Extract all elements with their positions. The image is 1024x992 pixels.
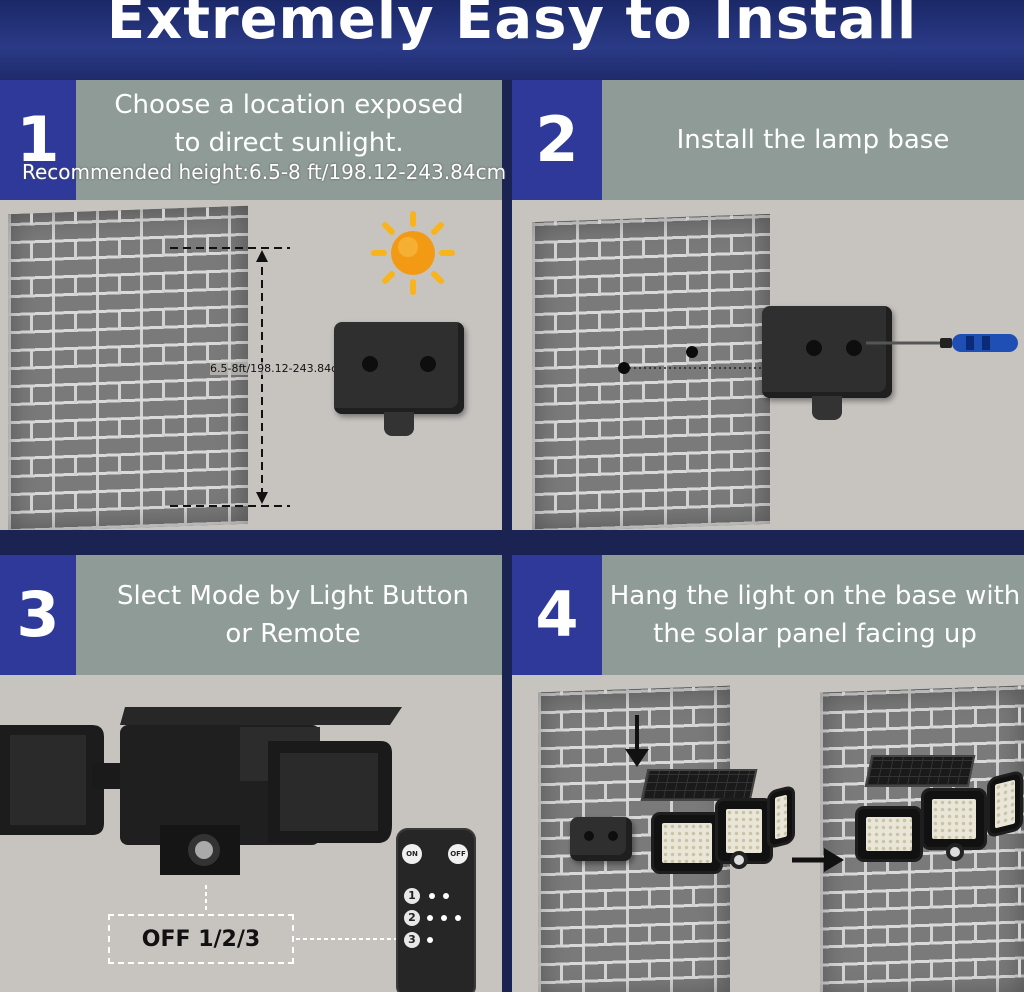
sun-icon (371, 211, 455, 295)
step-1-text-line1: Choose a location exposed (114, 90, 464, 120)
lamp-base-small (570, 817, 632, 861)
arrow-right-icon (792, 848, 844, 872)
base-hole (420, 356, 436, 372)
led-array (662, 823, 712, 863)
mode-label: OFF 1/2/3 (108, 914, 294, 964)
solar-panel (864, 755, 976, 787)
screwdriver-icon (866, 334, 1018, 352)
lamp-head-right (770, 788, 792, 846)
page-title-text: Extremely Easy to Install (106, 0, 918, 52)
base-tab (384, 412, 414, 436)
led-array (995, 779, 1015, 829)
lamp-base (334, 322, 464, 436)
step-4-number: 4 (512, 555, 602, 675)
led-array (932, 799, 976, 839)
recommended-height-note: Recommended height:6.5-8 ft/198.12-243.8… (22, 160, 507, 184)
led-array (866, 817, 912, 851)
step-3-number: 3 (0, 555, 76, 675)
dimension-label: 6.5-8ft/198.12-243.84cm (210, 362, 348, 375)
arrow-down-icon (625, 715, 649, 767)
step-3-text-line2: or Remote (225, 619, 361, 649)
step-1-header: 1 Choose a location exposed to direct su… (0, 80, 502, 200)
step-1-panel: 1 Choose a location exposed to direct su… (0, 80, 502, 530)
step-3-panel: 3 Slect Mode by Light Button or Remote (0, 555, 502, 992)
step-3-text-line1: Slect Mode by Light Button (117, 581, 469, 611)
lamp-head-center (924, 791, 984, 847)
motion-sensor (730, 851, 748, 869)
lamp-base (762, 306, 892, 420)
lamp-head-left (654, 815, 720, 871)
page-title: Extremely Easy to Install (0, 0, 1024, 80)
step-2-header: 2 Install the lamp base (512, 80, 1024, 200)
lamp-head-right (990, 773, 1020, 835)
step-3-text: Slect Mode by Light Button or Remote (90, 555, 496, 675)
step-4-text: Hang the light on the base with the sola… (606, 555, 1024, 675)
base-hole (806, 340, 822, 356)
led-array (775, 794, 787, 840)
led-array (726, 809, 762, 853)
step-4-header: 4 Hang the light on the base with the so… (512, 555, 1024, 675)
lamp-head-center (718, 801, 770, 861)
height-dimension (170, 247, 290, 507)
base-hole (584, 831, 594, 841)
step-2-text: Install the lamp base (676, 125, 950, 155)
remote-off-button: OFF (448, 844, 468, 864)
remote-mode-2: 2 (404, 910, 420, 926)
base-hole (846, 340, 862, 356)
step-1-number: 1 (0, 80, 76, 200)
solar-panel (640, 769, 758, 801)
step-2-number: 2 (512, 80, 602, 200)
step-1-text: Choose a location exposed to direct sunl… (76, 80, 502, 200)
remote-on-button: ON (402, 844, 422, 864)
leader-lines (205, 885, 396, 940)
remote-mode-1: 1 (404, 888, 420, 904)
remote-mode-icons (427, 893, 461, 943)
remote-mode-3: 3 (404, 932, 420, 948)
step-2-panel: 2 Install the lamp base (512, 80, 1024, 530)
base-tab (812, 396, 842, 420)
step-3-header: 3 Slect Mode by Light Button or Remote (0, 555, 502, 675)
remote-control-icon: ON OFF 1 2 3 (396, 828, 476, 992)
step-4-text-line2: the solar panel facing up (653, 619, 977, 649)
base-hole (608, 831, 618, 841)
step-4-text-line1: Hang the light on the base with (609, 581, 1021, 611)
base-hole (362, 356, 378, 372)
drill-marks (618, 346, 782, 374)
brick-wall-right (820, 685, 1024, 992)
motion-sensor (946, 843, 964, 861)
solar-lamp-illustration (0, 707, 402, 875)
lamp-head-left (858, 809, 920, 859)
step-1-text-line2: to direct sunlight. (174, 128, 404, 158)
step-4-panel: 4 Hang the light on the base with the so… (512, 555, 1024, 992)
